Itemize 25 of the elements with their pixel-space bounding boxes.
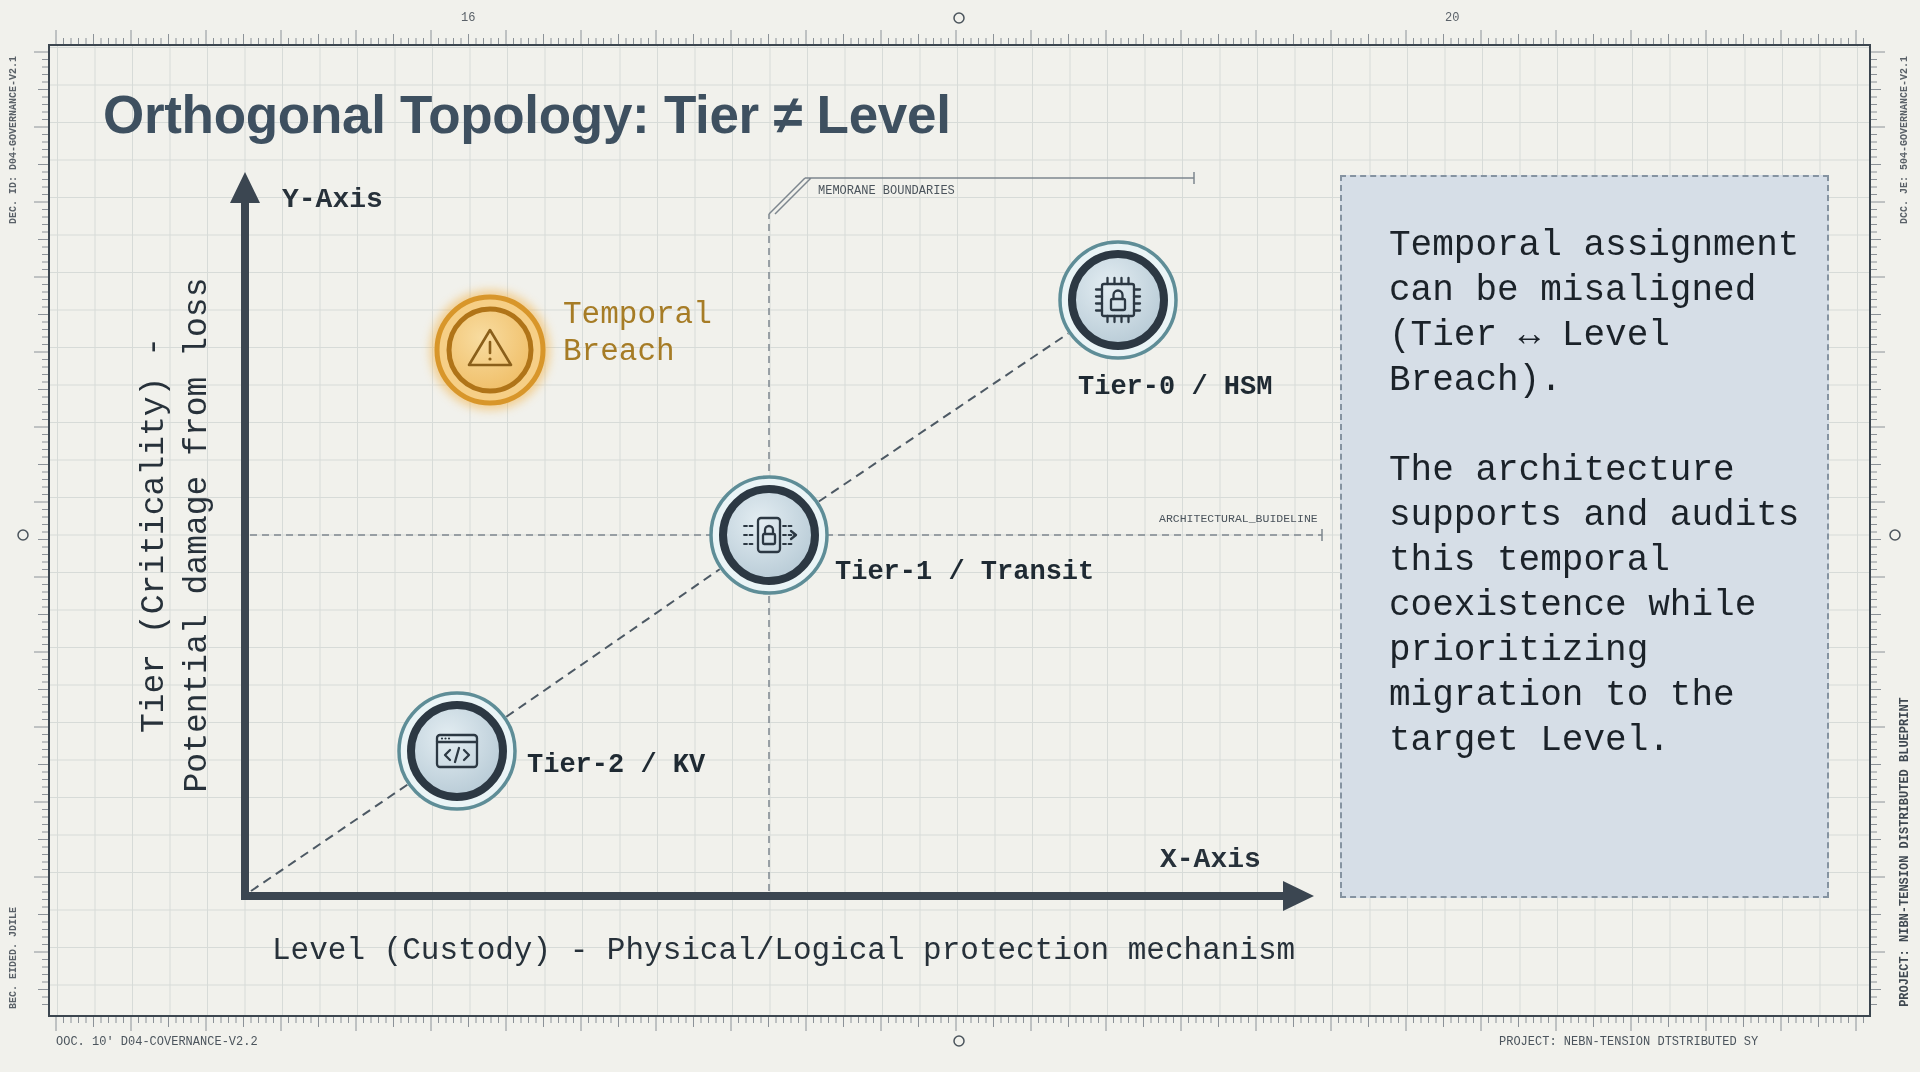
- node-label: Tier-2 / KV: [527, 749, 706, 782]
- node-label: Temporal Breach: [563, 296, 713, 370]
- note-text: The architecture supports and audits this temporal coexistence while prioritizing migration to the target Level.: [1389, 449, 1801, 763]
- document-id-text: DEC. ID: D04-GOVERNANCE-V2.1: [8, 56, 20, 224]
- axis-title: Level (Custody) - Physical/Logical protection mechanism: [272, 932, 1296, 970]
- dashed-connector: [250, 783, 409, 892]
- node-label: Tier-0 / HSM: [1078, 371, 1273, 404]
- annotation-label: MEMORANE BOUNDARIES: [818, 184, 955, 198]
- document-id-text: DCC. JE: 504-GOVERNANCE-V2.1: [1899, 56, 1911, 224]
- ruler-number: 20: [1445, 11, 1460, 25]
- project-text: PROJECT: NIBN-TENSION DISTRIBUTED BLUEPRINT: [1897, 697, 1912, 1007]
- project-text: PROJECT: NEBN-TENSION DTSTRIBUTED SY: [1499, 1035, 1759, 1049]
- axis-label: X-Axis: [1160, 843, 1261, 877]
- axis-label: Y-Axis: [282, 183, 383, 217]
- document-id-text: BEC. EIDED. JDILE: [8, 907, 20, 1009]
- node-label: Tier-1 / Transit: [835, 556, 1095, 589]
- ruler-number: 16: [461, 11, 476, 25]
- axis-title: Tier (Criticality) - Potential damage from loss: [134, 276, 216, 795]
- note-text: Temporal assignment can be misaligned (Tier ↔ Level Breach).: [1389, 224, 1801, 403]
- dashed-connector: [505, 568, 721, 718]
- dashed-connector: [817, 332, 1070, 503]
- note-panel: [1340, 175, 1829, 898]
- document-id-text: OOC. 10' D04-COVERNANCE-V2.2: [56, 1035, 258, 1049]
- annotation-label: ARCHITECTURAL_BUIDELINE: [1159, 512, 1318, 526]
- diagram-title: Orthogonal Topology: Tier ≠ Level: [103, 84, 951, 146]
